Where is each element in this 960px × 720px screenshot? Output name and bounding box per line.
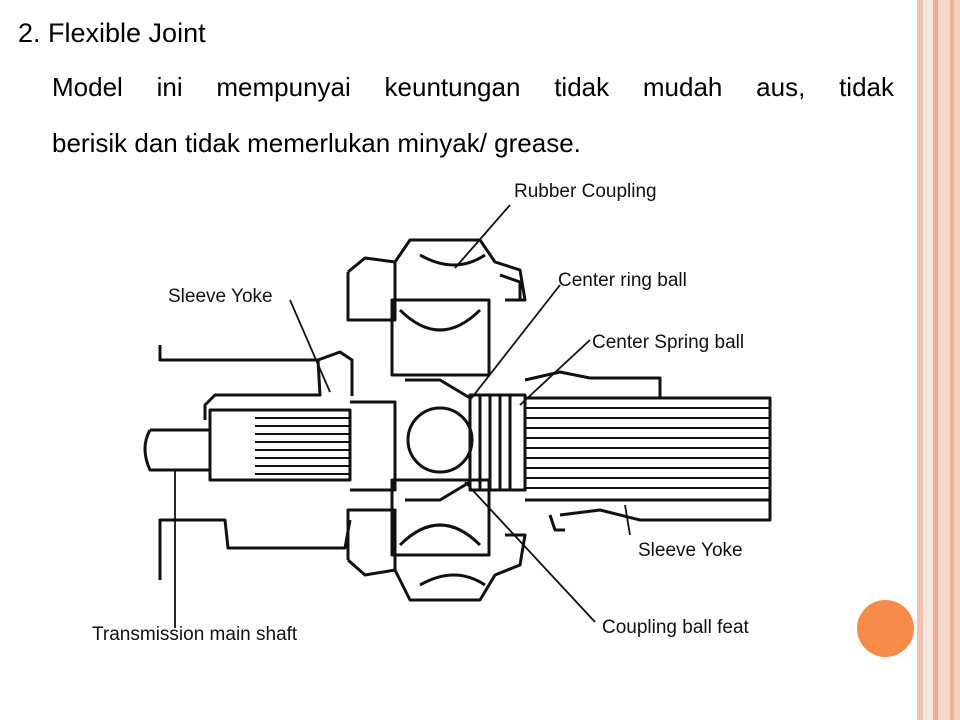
label-coupling-ball-feat: Coupling ball feat <box>602 617 750 638</box>
label-center-ring-ball: Center ring ball <box>558 270 687 291</box>
label-transmission-main-shaft: Transmission main shaft <box>92 624 298 645</box>
accent-circle-decoration <box>857 600 914 657</box>
flexible-joint-diagram: Rubber Coupling Sleeve Yoke Center ring … <box>92 181 772 645</box>
body-text-line-1: Model ini mempunyai keuntungan tidak mud… <box>52 72 894 102</box>
label-center-spring-ball: Center Spring ball <box>592 332 744 353</box>
body-text-line-2: berisik dan tidak memerlukan minyak/ gre… <box>52 128 581 158</box>
decorative-border-stripes <box>917 0 960 720</box>
label-sleeve-yoke-left: Sleeve Yoke <box>168 286 273 307</box>
label-rubber-coupling: Rubber Coupling <box>514 181 657 202</box>
slide-title: 2. Flexible Joint <box>18 18 206 48</box>
label-sleeve-yoke-right: Sleeve Yoke <box>638 540 743 561</box>
